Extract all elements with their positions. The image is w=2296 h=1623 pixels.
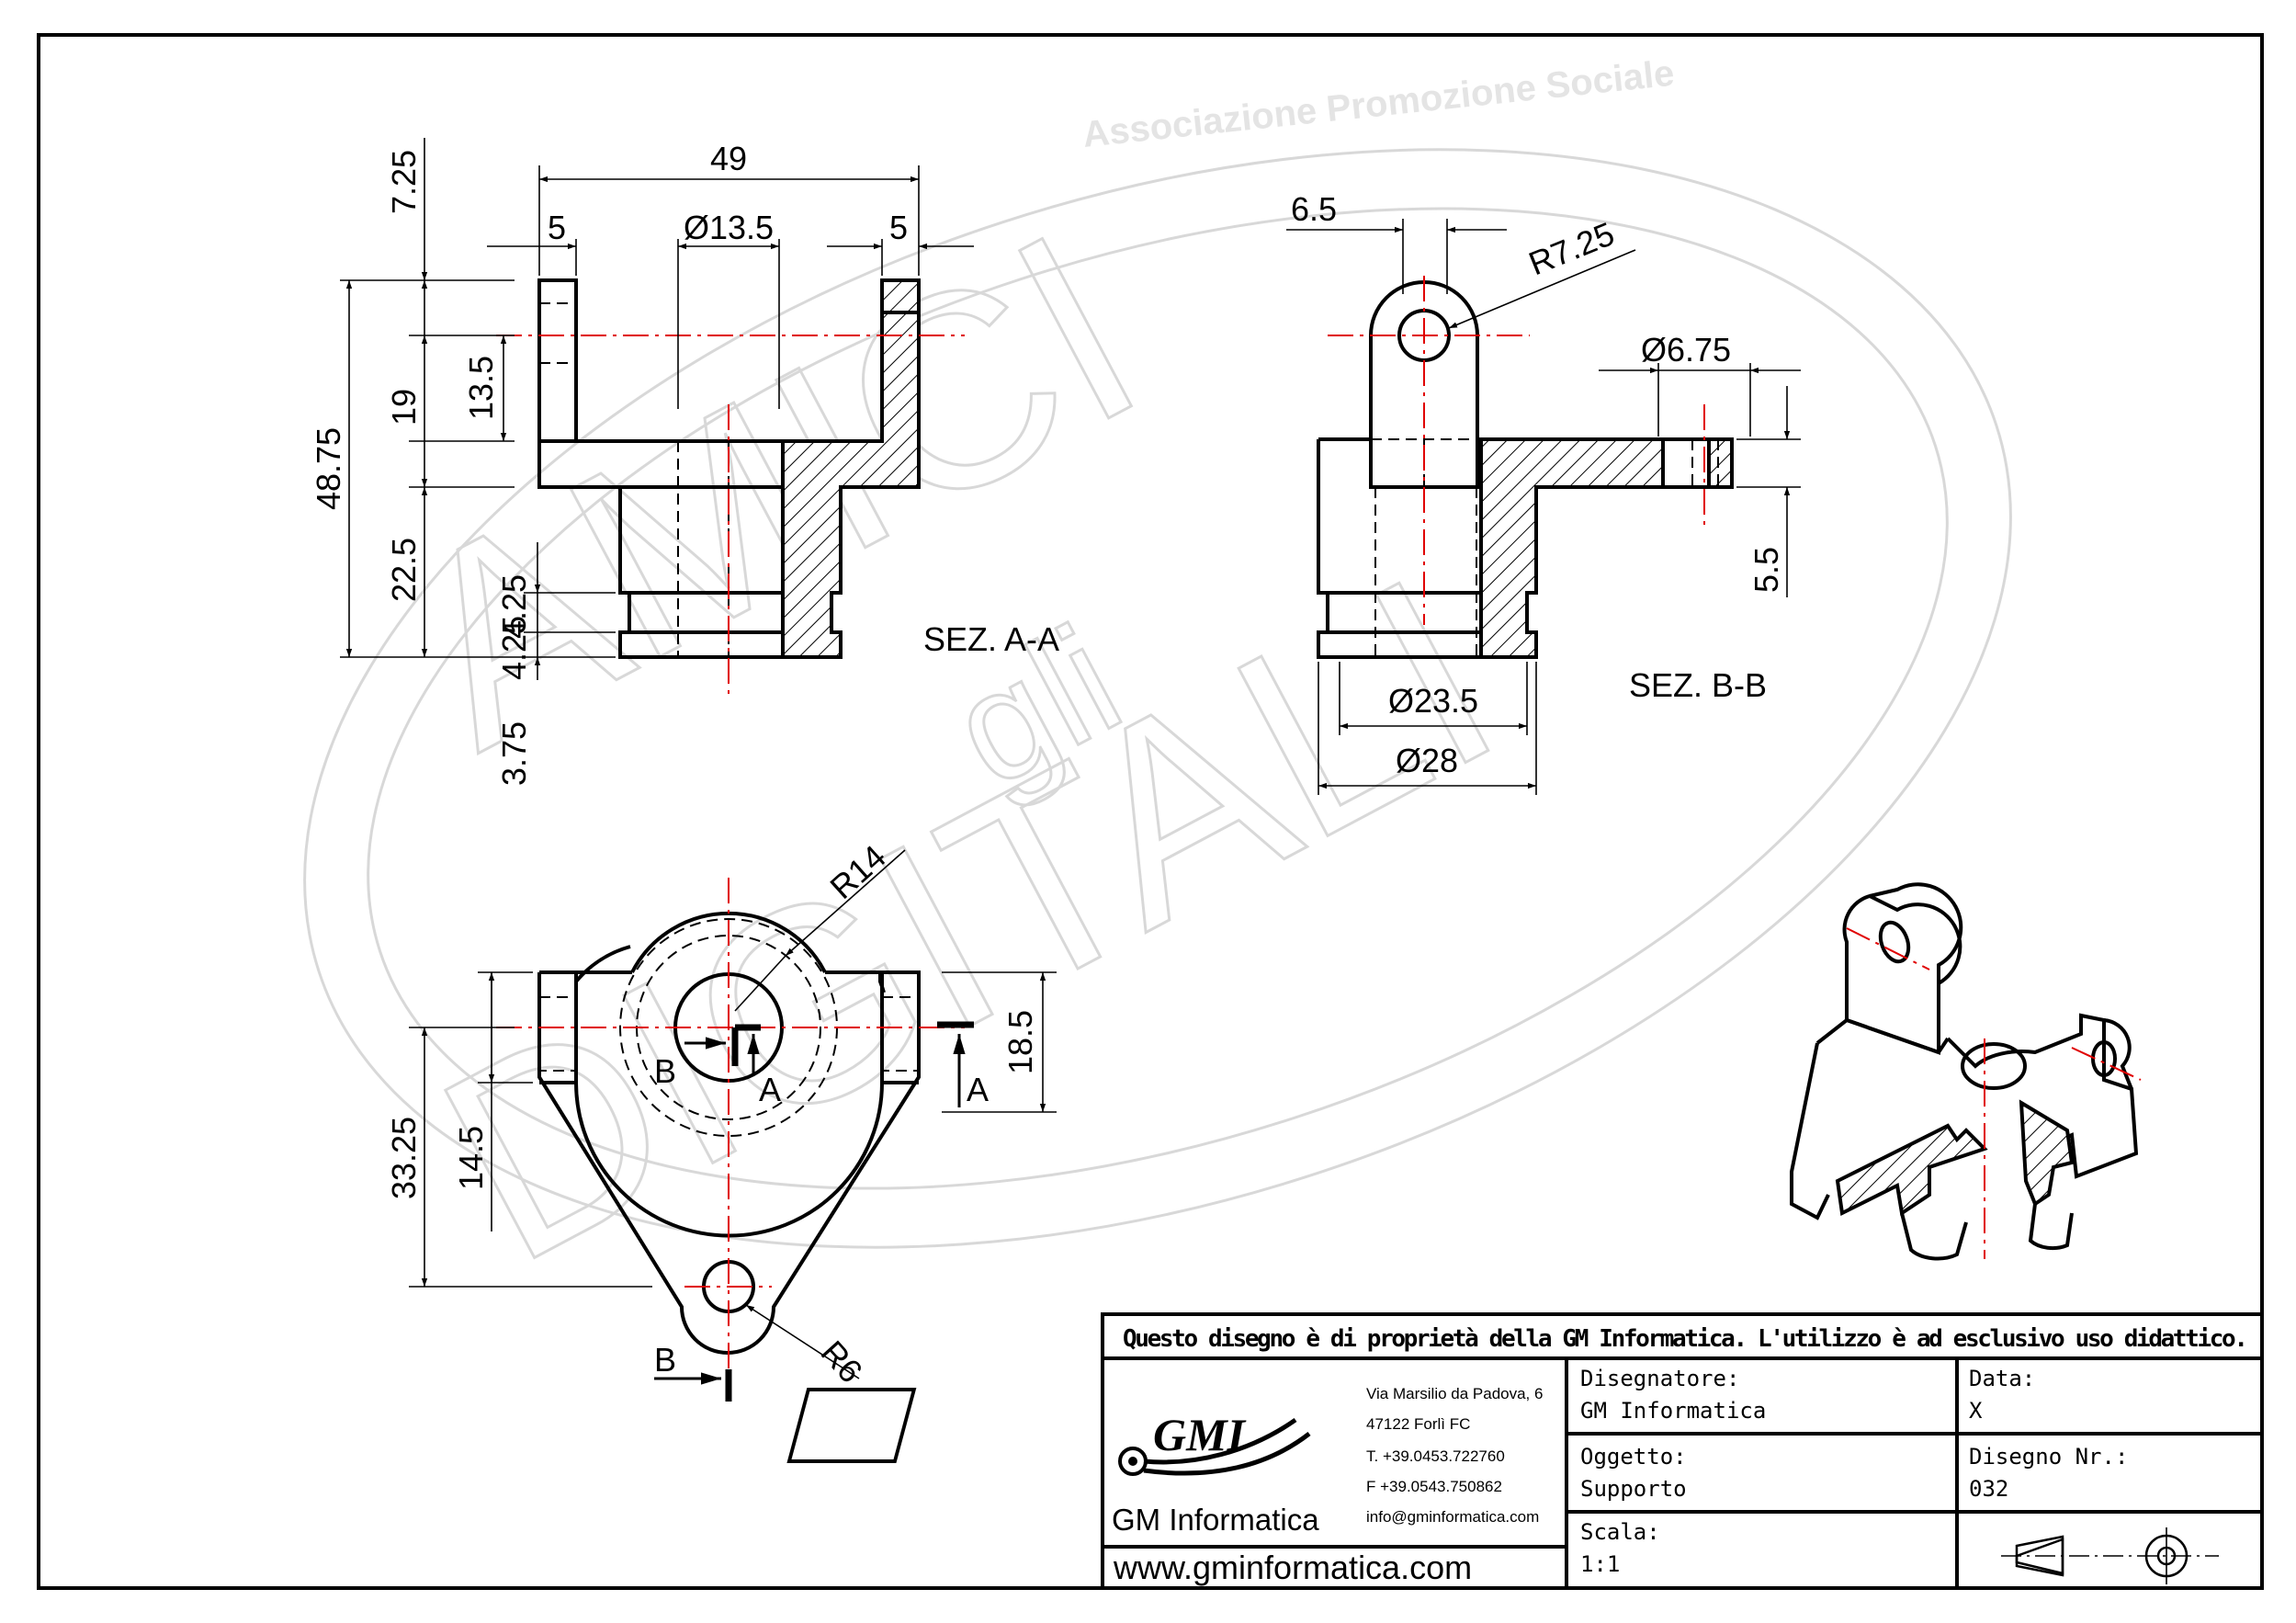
section-b-label: SEZ. B-B	[1629, 666, 1767, 704]
address-line-2: 47122 Forlì FC	[1366, 1415, 1470, 1433]
dim-dia-13-5: Ø13.5	[684, 209, 774, 246]
company-name: GM Informatica	[1112, 1503, 1319, 1537]
section-b-hatch	[1479, 437, 1665, 659]
watermark-arc-text: Associazione Promozione Sociale	[1080, 53, 1676, 155]
dim-dia-28: Ø28	[1396, 742, 1458, 779]
section-b-view: 6.5 R7.25 Ø6.75 5.5 Ø23.5 Ø28 SEZ. B-B	[1286, 190, 1801, 795]
logo-text: GMI	[1153, 1409, 1247, 1460]
cut-label-b-top: B	[654, 1052, 676, 1090]
company-website: www.gminformatica.com	[1113, 1549, 1472, 1586]
watermark: Associazione Promozione Sociale AMICI gl…	[303, 53, 2012, 1322]
dim-5-5: 5.5	[1747, 547, 1785, 593]
dim-49: 49	[710, 140, 747, 177]
dim-r6: R6	[814, 1334, 870, 1390]
date-label: Data:	[1969, 1366, 2035, 1391]
dim-dia-6-75: Ø6.75	[1641, 331, 1731, 369]
dim-4-25-a: 4.25	[495, 574, 533, 639]
address-line-4: F +39.0543.750862	[1366, 1478, 1502, 1495]
scale-value: 1:1	[1580, 1551, 1620, 1577]
isometric-view	[1790, 882, 2142, 1261]
address-line-1: Via Marsilio da Padova, 6	[1366, 1385, 1543, 1402]
dim-13-5: 13.5	[462, 356, 500, 420]
object-label: Oggetto:	[1580, 1444, 1687, 1470]
section-a-base	[537, 439, 785, 489]
dim-6-5: 6.5	[1291, 190, 1337, 228]
address-line-5: info@gminformatica.com	[1366, 1508, 1539, 1526]
designer-value: GM Informatica	[1580, 1398, 1766, 1424]
dim-7-25: 7.25	[385, 150, 423, 214]
title-block: Questo disegno è di proprietà della GM I…	[786, 1312, 2264, 1590]
dim-4-25-b: 4.25	[495, 616, 533, 680]
projection-symbol-icon	[2001, 1527, 2219, 1584]
section-a-view: 49 5 Ø13.5 5 7.25 48.75 19 13.5 22.5	[310, 138, 1059, 786]
section-a-left-ear	[537, 278, 578, 443]
address-line-3: T. +39.0453.722760	[1366, 1447, 1505, 1465]
dim-48-75: 48.75	[310, 427, 347, 510]
dim-22-5: 22.5	[385, 538, 423, 602]
cut-label-a-right: A	[967, 1071, 989, 1108]
drawing-no-label: Disegno Nr.:	[1969, 1444, 2128, 1470]
object-value: Supporto	[1580, 1476, 1687, 1502]
title-notice: Questo disegno è di proprietà della GM I…	[1123, 1325, 2248, 1353]
top-view: B A A B R14 18.5 33.25 14.5 R6	[385, 837, 1057, 1402]
cut-label-a-center: A	[759, 1071, 781, 1108]
cut-label-b-bottom: B	[654, 1341, 676, 1379]
dim-14-5: 14.5	[452, 1126, 490, 1190]
designer-label: Disegnatore:	[1580, 1366, 1739, 1391]
date-value: X	[1969, 1398, 1983, 1424]
dim-3-75: 3.75	[495, 721, 533, 786]
section-a-hatch	[781, 278, 921, 659]
dim-dia-23-5: Ø23.5	[1388, 682, 1478, 720]
dim-33-25: 33.25	[385, 1117, 423, 1199]
dim-19: 19	[385, 389, 423, 426]
dim-5-right: 5	[889, 209, 908, 246]
scale-label: Scala:	[1580, 1519, 1660, 1545]
section-a-label: SEZ. A-A	[923, 620, 1059, 658]
gmi-logo: GMI	[786, 1388, 1311, 1476]
drawing-no-value: 032	[1969, 1476, 2008, 1502]
dim-r7-25: R7.25	[1523, 214, 1619, 282]
dim-5-left: 5	[548, 209, 566, 246]
dim-18-5: 18.5	[1001, 1010, 1039, 1074]
